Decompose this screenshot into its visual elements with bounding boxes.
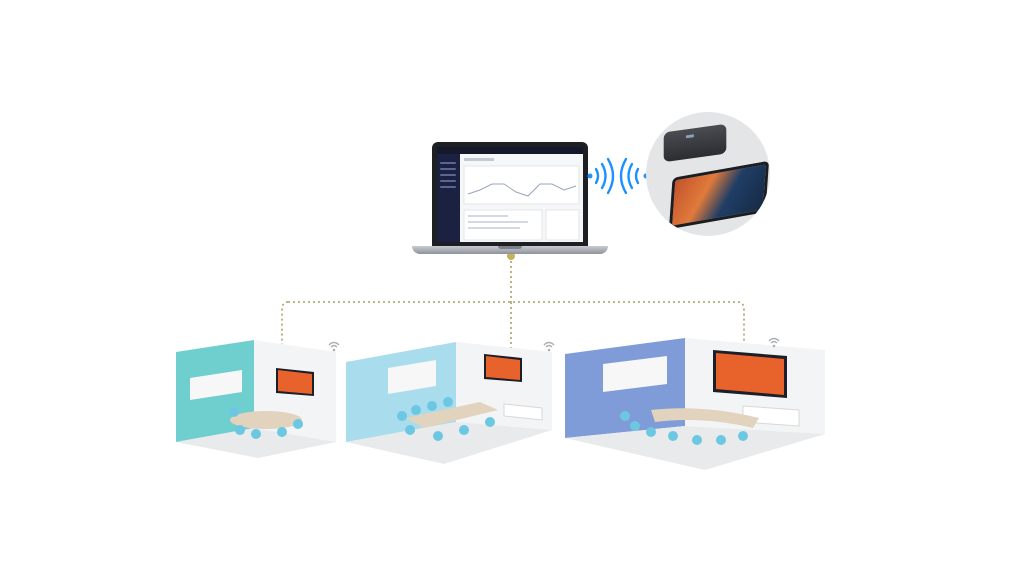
connector-node <box>507 252 515 260</box>
room-wifi-icon <box>328 341 340 352</box>
sidebar-row <box>440 180 456 182</box>
whiteboard <box>190 370 242 400</box>
meeting-table <box>230 411 302 429</box>
meeting-table <box>406 402 498 428</box>
laptop-base <box>412 246 608 254</box>
medium-room <box>346 342 552 464</box>
usage-line-graph <box>467 183 577 197</box>
whiteboard <box>603 356 667 392</box>
meeting-table <box>651 408 759 428</box>
laptop-notch <box>498 246 522 249</box>
huddle-room <box>176 340 336 458</box>
connector-huddle <box>281 301 289 376</box>
laptop-lid <box>432 142 588 246</box>
sidebar-row <box>440 174 456 176</box>
whiteboard <box>388 360 436 394</box>
laptop <box>412 142 608 258</box>
sidebar-row <box>440 162 456 164</box>
device-bubble <box>646 112 770 236</box>
connector-large <box>737 301 745 356</box>
credenza <box>503 403 543 421</box>
dashboard-topbar <box>437 147 583 154</box>
room-wifi-icon <box>543 341 555 352</box>
compute-hub-icon <box>663 123 727 163</box>
dashboard-screen <box>437 147 583 242</box>
room-wifi-icon <box>768 337 780 348</box>
dashboard-sidebar <box>437 154 460 242</box>
sidebar-row <box>440 168 456 170</box>
dashboard-main <box>463 158 580 241</box>
large-room <box>565 338 825 470</box>
sidebar-row <box>440 186 456 188</box>
